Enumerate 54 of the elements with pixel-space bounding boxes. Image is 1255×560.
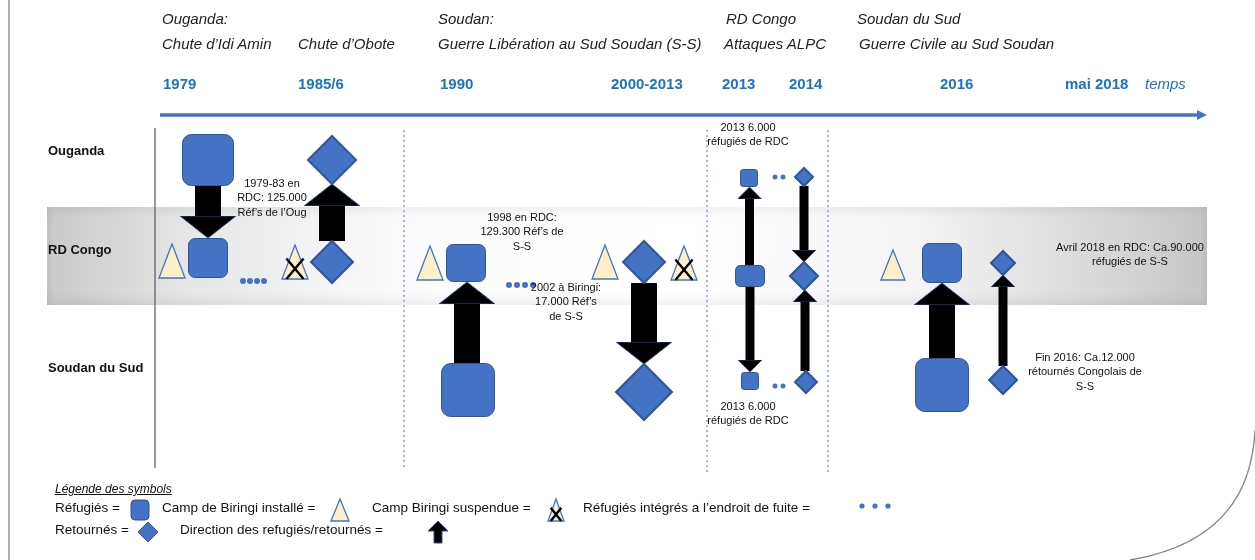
flow-arrow (303, 183, 361, 241)
event-heading: Chute d’Idi Amin (162, 35, 272, 52)
annotation-text: 1979-83 en RDC: 125.000 Réf’s de l’Oug (236, 176, 308, 219)
event-heading: Guerre Libération au Sud Soudan (S-S) (438, 35, 702, 52)
flow-arrow (179, 186, 237, 239)
annotation-text: 1998 en RDC: 129.300 Réf’s de S-S (479, 210, 565, 253)
event-heading: Chute d’Obote (298, 35, 395, 52)
country-label: RD Congo (48, 242, 112, 257)
flow-arrow (791, 186, 817, 263)
refugee-square (741, 372, 759, 390)
axis-label: temps (1145, 75, 1186, 92)
refugee-square (188, 238, 228, 278)
refugee-square (915, 358, 969, 412)
refugee-square (446, 244, 486, 282)
year-label: 2014 (789, 75, 823, 92)
event-heading: Guerre Civile au Sud Soudan (859, 35, 1055, 52)
year-label: mai 2018 (1065, 75, 1129, 92)
flow-arrow (737, 186, 762, 265)
legend-text: Camp de Biringi installé = (162, 500, 316, 515)
event-heading: Soudan: (438, 10, 494, 27)
annotation-text: Fin 2016: Ca.12.000 rétournés Congolais de S-S (1027, 350, 1143, 393)
legend-text: Réfugiés intégrés a l’endroit de fuite = (583, 500, 810, 515)
legend-text: Direction des refugiés/retournés = (180, 522, 383, 537)
event-heading: Ouganda: (162, 10, 228, 27)
event-heading: RD Congo (726, 10, 797, 27)
flow-arrow (615, 283, 673, 365)
year-label: 2013 (722, 75, 756, 92)
year-label: 1985/6 (298, 75, 344, 92)
legend-text: Camp Biringi suspendue = (372, 500, 531, 515)
flow-arrow (438, 281, 496, 363)
event-heading: Soudan du Sud (857, 10, 961, 27)
event-heading: Attaques ALPC (724, 35, 826, 52)
legend-text: Retournés = (55, 522, 129, 537)
legend-text: Réfugiés = (55, 500, 120, 515)
refugee-square (922, 243, 962, 283)
year-label: 2000-2013 (611, 75, 683, 92)
year-label: 2016 (940, 75, 974, 92)
annotation-text: Avril 2018 en RDC: Ca.90.000 réfugiés de S-S (1055, 240, 1205, 269)
flow-arrow (792, 289, 818, 371)
annotation-text: 2013 6.000 réfugiés de RDC (706, 120, 790, 149)
flow-arrow (913, 282, 971, 358)
year-label: 1990 (440, 75, 474, 92)
country-label: Soudan du Sud (48, 360, 144, 375)
year-label: 1979 (163, 75, 197, 92)
refugee-square (740, 169, 758, 187)
legend-title: Légende des symbols (55, 482, 172, 496)
annotation-text: 2002 à Biringi: 17.000 Réf’s de S-S (529, 280, 603, 323)
country-label: Ouganda (48, 143, 105, 158)
flow-arrow (737, 287, 763, 373)
annotation-text: 2013 6.000 réfugiés de RDC (706, 399, 790, 428)
refugee-square (735, 265, 765, 287)
refugee-square (441, 363, 495, 417)
flow-arrow (990, 274, 1016, 366)
refugee-square (182, 134, 234, 186)
